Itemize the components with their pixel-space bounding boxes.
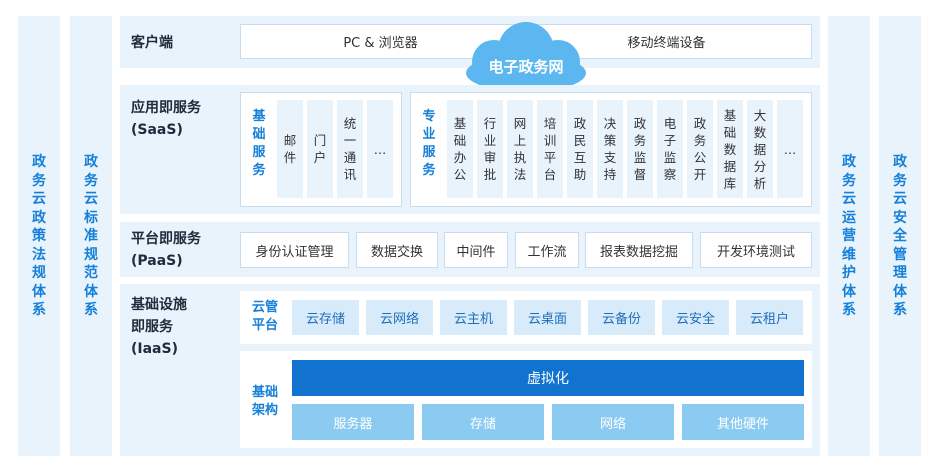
- virtualization-layer: 虚拟化: [292, 360, 804, 396]
- cloud-mgmt-item: 云主机: [440, 300, 507, 335]
- policy-regulation-bar: 政务云政策法规体系: [18, 16, 60, 456]
- saas-pro-item: 基础办公: [447, 100, 473, 198]
- paas-item: 开发环境测试: [700, 232, 812, 268]
- saas-basic-item: …: [367, 100, 393, 198]
- iaas-label: 基础设施 即服务 (IaaS): [131, 294, 187, 360]
- iaas-label-line3: (IaaS): [131, 341, 178, 357]
- hardware-item: 存储: [422, 404, 544, 440]
- cloud-mgmt-item: 云存储: [292, 300, 359, 335]
- saas-pro-item: 政务监督: [627, 100, 653, 198]
- egov-network-label: 电子政务网: [488, 58, 564, 76]
- paas-item: 身份认证管理: [240, 232, 349, 268]
- client-label: 客户端: [131, 35, 173, 51]
- saas-basic-item: 统一通讯: [337, 100, 363, 198]
- policy-regulation-label: 政务云政策法规体系: [32, 153, 46, 318]
- security-management-bar: 政务云安全管理体系: [879, 16, 921, 456]
- paas-label-line2: (PaaS): [131, 253, 183, 269]
- operation-maintenance-bar: 政务云运营维护体系: [828, 16, 870, 456]
- hardware-item: 网络: [552, 404, 674, 440]
- standard-spec-label: 政务云标准规范体系: [84, 153, 98, 318]
- cloud-mgmt-item: 云网络: [366, 300, 433, 335]
- saas-label: 应用即服务 (SaaS): [131, 97, 201, 141]
- iaas-label-line2: 即服务: [131, 319, 173, 335]
- security-management-label: 政务云安全管理体系: [893, 153, 907, 318]
- cloud-mgmt-label: 云管平台: [251, 300, 278, 333]
- saas-pro-item: 网上执法: [507, 100, 533, 198]
- paas-item: 中间件: [444, 232, 508, 268]
- iaas-label-line1: 基础设施: [131, 297, 187, 313]
- saas-pro-group-label: 专业服务: [422, 109, 436, 178]
- infrastructure-label: 基础架构: [251, 385, 278, 418]
- hardware-item: 其他硬件: [682, 404, 804, 440]
- saas-label-line1: 应用即服务: [131, 100, 201, 116]
- paas-label: 平台即服务 (PaaS): [131, 228, 201, 272]
- saas-pro-item: …: [777, 100, 803, 198]
- saas-pro-item: 培训平台: [537, 100, 563, 198]
- saas-basic-item: 门户: [307, 100, 333, 198]
- paas-item: 工作流: [515, 232, 579, 268]
- cloud-mgmt-item: 云备份: [588, 300, 655, 335]
- saas-pro-item: 政务公开: [687, 100, 713, 198]
- saas-label-line2: (SaaS): [131, 122, 183, 138]
- saas-basic-group-label: 基础服务: [252, 109, 266, 178]
- saas-pro-item: 行业审批: [477, 100, 503, 198]
- saas-pro-item: 决策支持: [597, 100, 623, 198]
- cloud-mgmt-item: 云安全: [662, 300, 729, 335]
- saas-pro-item: 大数据分析: [747, 100, 773, 198]
- paas-label-line1: 平台即服务: [131, 231, 201, 247]
- paas-item: 报表数据挖掘: [585, 232, 693, 268]
- paas-item: 数据交换: [356, 232, 438, 268]
- cloud-mgmt-item: 云租户: [736, 300, 803, 335]
- hardware-item: 服务器: [292, 404, 414, 440]
- saas-pro-item: 政民互助: [567, 100, 593, 198]
- saas-basic-item: 邮件: [277, 100, 303, 198]
- saas-pro-item: 电子监察: [657, 100, 683, 198]
- standard-spec-bar: 政务云标准规范体系: [70, 16, 112, 456]
- egov-network-cloud-icon: [466, 22, 586, 92]
- operation-maintenance-label: 政务云运营维护体系: [842, 153, 856, 318]
- saas-pro-item: 基础数据库: [717, 100, 743, 198]
- cloud-mgmt-item: 云桌面: [514, 300, 581, 335]
